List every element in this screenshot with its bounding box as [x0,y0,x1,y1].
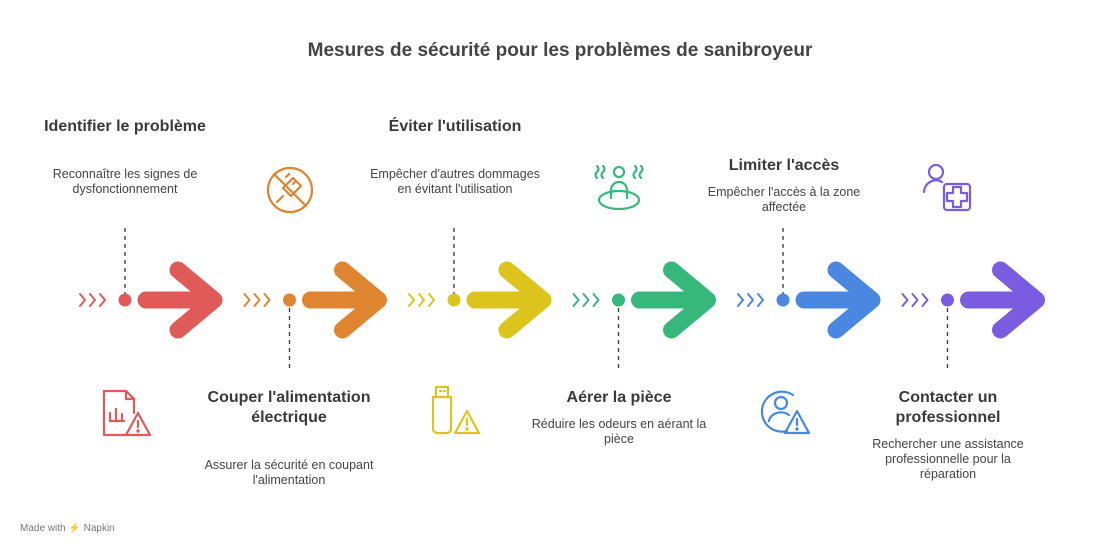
document-chart-warning-icon [102,389,152,437]
footer-attribution: Made with ⚡ Napkin [20,523,115,534]
chevron-1-2 [89,293,96,307]
person-ventilation-icon [594,164,644,211]
chevron-5-2 [747,293,754,307]
step-arrow-2 [302,261,387,339]
footer-made-with: Made with [20,523,66,534]
chevron-2-3 [263,293,271,307]
chevron-3-1 [408,293,415,307]
step-dot-2 [283,293,296,307]
chevron-5-3 [757,293,764,307]
step-3-title: Éviter l'utilisation [388,118,522,135]
usb-warning-icon [431,385,481,435]
step-6-description: Rechercher une assistance professionnell… [872,437,1024,481]
step-arrow-3 [466,261,552,339]
step-5-description: Empêcher l'accès à la zone affectée [707,185,861,214]
chevron-4-2 [582,293,590,307]
step-arrow-4 [631,261,716,339]
step-dot-3 [447,293,461,307]
step-1-description: Reconnaître les signes de dysfonctionnem… [52,167,198,196]
step-arrow-5 [795,261,881,339]
chevron-6-3 [921,293,929,307]
step-3-description: Empêcher d'autres dommages en évitant l'… [370,167,540,196]
chevron-4-3 [592,293,600,307]
user-medical-icon [922,163,972,212]
footer-brand: Napkin [83,523,115,534]
step-6-title: Contacter un professionnel [895,389,1001,426]
step-2-title: Couper l'alimentation électrique [207,389,371,426]
chevron-6-1 [901,293,909,307]
step-dot-1 [118,293,132,307]
step-2-description: Assurer la sécurité en coupant l'aliment… [204,458,374,487]
step-1-title: Identifier le problème [44,118,206,135]
step-4-description: Réduire les odeurs en aérant la pièce [531,417,707,446]
step-4-title: Aérer la pièce [566,389,672,406]
step-5-title: Limiter l'accès [728,157,840,174]
chevron-5-1 [737,293,744,307]
step-arrow-1 [137,261,223,339]
step-dot-4 [612,293,625,307]
chevron-2-1 [243,293,251,307]
napkin-logo-icon: ⚡ [68,523,81,534]
step-arrow-6 [960,261,1045,339]
chevron-1-3 [99,293,106,307]
unplug-icon [266,166,314,214]
chevron-4-1 [572,293,580,307]
chevron-3-3 [428,293,435,307]
step-dot-5 [776,293,790,307]
chevron-2-2 [253,293,261,307]
step-dot-6 [941,293,954,307]
chevron-1-1 [79,293,86,307]
chevron-3-2 [418,293,425,307]
user-warning-icon [760,390,811,435]
page-title: Mesures de sécurité pour les problèmes d… [307,40,813,61]
chevron-6-2 [911,293,919,307]
